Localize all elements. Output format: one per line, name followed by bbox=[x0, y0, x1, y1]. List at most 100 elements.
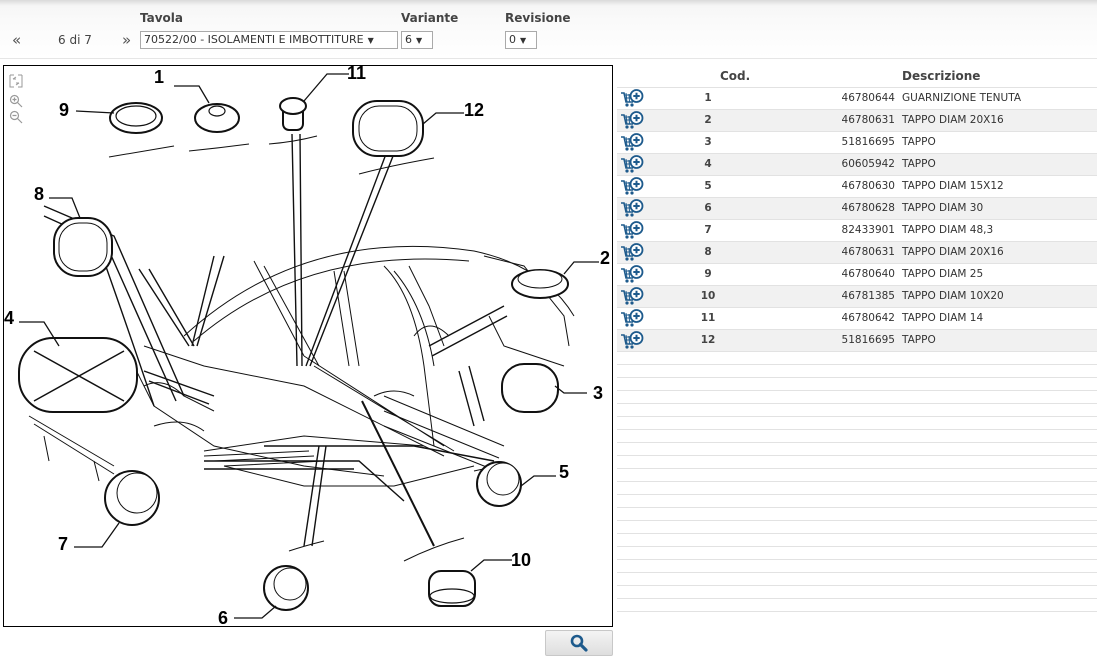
part-description: TAPPO bbox=[902, 158, 936, 170]
part-description: TAPPO DIAM 20X16 bbox=[902, 246, 1004, 258]
parts-diagram-viewer[interactable]: 1 2 3 4 5 6 7 8 9 10 11 12 bbox=[3, 65, 613, 627]
add-to-cart-icon[interactable] bbox=[620, 199, 644, 221]
add-to-cart-icon[interactable] bbox=[620, 309, 644, 331]
fit-to-screen-icon[interactable] bbox=[9, 74, 23, 88]
chevron-down-icon: ▼ bbox=[416, 36, 423, 45]
table-row[interactable]: 7 82433901 TAPPO DIAM 48,3 bbox=[617, 219, 1097, 241]
empty-row bbox=[617, 507, 1097, 520]
table-row[interactable]: 12 51816695 TAPPO bbox=[617, 329, 1097, 351]
chevron-down-icon: ▼ bbox=[367, 36, 374, 45]
table-row[interactable]: 10 46781385 TAPPO DIAM 10X20 bbox=[617, 285, 1097, 307]
empty-row bbox=[617, 546, 1097, 559]
empty-row bbox=[617, 390, 1097, 403]
table-row[interactable]: 2 46780631 TAPPO DIAM 20X16 bbox=[617, 109, 1097, 131]
table-row[interactable]: 8 46780631 TAPPO DIAM 20X16 bbox=[617, 241, 1097, 263]
part-code: 60605942 bbox=[841, 158, 895, 170]
part-code: 51816695 bbox=[841, 136, 895, 148]
empty-row bbox=[617, 364, 1097, 377]
part-description: TAPPO DIAM 25 bbox=[902, 268, 984, 280]
part-code: 46781385 bbox=[841, 290, 895, 302]
add-to-cart-icon[interactable] bbox=[620, 133, 644, 155]
table-row[interactable]: 5 46780630 TAPPO DIAM 15X12 bbox=[617, 175, 1097, 197]
empty-row bbox=[617, 572, 1097, 585]
add-to-cart-icon[interactable] bbox=[620, 111, 644, 133]
part-code: 46780640 bbox=[841, 268, 895, 280]
add-to-cart-icon[interactable] bbox=[620, 243, 644, 265]
add-to-cart-icon[interactable] bbox=[620, 155, 644, 177]
parts-table: Cod. Descrizione 1 46780644 GUARNIZIONE … bbox=[617, 65, 1097, 612]
part-shapes bbox=[18, 97, 569, 611]
empty-row bbox=[617, 598, 1097, 612]
next-page-button[interactable]: » bbox=[122, 31, 132, 49]
part-description: TAPPO DIAM 48,3 bbox=[902, 224, 994, 236]
row-number: 4 bbox=[704, 158, 712, 170]
empty-row bbox=[617, 533, 1097, 546]
part-code: 51816695 bbox=[841, 334, 895, 346]
part-code: 46780628 bbox=[841, 202, 895, 214]
part-description: TAPPO bbox=[902, 334, 936, 346]
revisione-label: Revisione bbox=[505, 11, 571, 25]
row-number: 10 bbox=[700, 290, 716, 302]
add-to-cart-icon[interactable] bbox=[620, 89, 644, 111]
row-number: 7 bbox=[704, 224, 712, 236]
add-to-cart-icon[interactable] bbox=[620, 221, 644, 243]
zoom-out-icon[interactable] bbox=[9, 110, 23, 124]
magnifier-icon bbox=[570, 634, 588, 652]
add-to-cart-icon[interactable] bbox=[620, 177, 644, 199]
variante-label: Variante bbox=[401, 11, 459, 25]
empty-row bbox=[617, 520, 1097, 533]
add-to-cart-icon[interactable] bbox=[620, 287, 644, 309]
add-to-cart-icon[interactable] bbox=[620, 265, 644, 287]
prev-page-button[interactable]: « bbox=[12, 31, 22, 49]
table-row[interactable]: 6 46780628 TAPPO DIAM 30 bbox=[617, 197, 1097, 219]
table-row[interactable]: 11 46780642 TAPPO DIAM 14 bbox=[617, 307, 1097, 329]
part-code: 46780631 bbox=[841, 114, 895, 126]
search-button[interactable] bbox=[545, 630, 613, 656]
top-toolbar: « 6 di 7 » Tavola 70522/00 - ISOLAMENTI … bbox=[0, 0, 1097, 59]
empty-row bbox=[617, 481, 1097, 494]
row-number: 12 bbox=[700, 334, 716, 346]
zoom-in-icon[interactable] bbox=[9, 94, 23, 108]
part-code: 46780642 bbox=[841, 312, 895, 324]
chevron-down-icon: ▼ bbox=[520, 36, 527, 45]
empty-row bbox=[617, 455, 1097, 468]
empty-row bbox=[617, 429, 1097, 442]
tavola-label: Tavola bbox=[140, 11, 184, 25]
empty-row bbox=[617, 377, 1097, 390]
empty-row bbox=[617, 494, 1097, 507]
tavola-value: 70522/00 - ISOLAMENTI E IMBOTTITURE bbox=[144, 33, 364, 46]
empty-row bbox=[617, 559, 1097, 572]
part-code: 46780630 bbox=[841, 180, 895, 192]
part-code: 82433901 bbox=[841, 224, 895, 236]
add-to-cart-icon[interactable] bbox=[620, 331, 644, 353]
part-code: 46780631 bbox=[841, 246, 895, 258]
revisione-select[interactable]: 0▼ bbox=[505, 31, 537, 49]
variante-select[interactable]: 6▼ bbox=[401, 31, 433, 49]
part-code: 46780644 bbox=[841, 92, 895, 104]
part-description: TAPPO DIAM 30 bbox=[902, 202, 984, 214]
row-number: 5 bbox=[704, 180, 712, 192]
part-description: GUARNIZIONE TENUTA bbox=[902, 92, 1022, 104]
empty-row bbox=[617, 468, 1097, 481]
empty-row bbox=[617, 416, 1097, 429]
table-row[interactable]: 9 46780640 TAPPO DIAM 25 bbox=[617, 263, 1097, 285]
column-header-descrizione: Descrizione bbox=[902, 69, 981, 83]
part-description: TAPPO bbox=[902, 136, 936, 148]
table-row[interactable]: 4 60605942 TAPPO bbox=[617, 153, 1097, 175]
revisione-value: 0 bbox=[509, 33, 516, 46]
callout-leaders bbox=[19, 73, 599, 619]
row-number: 8 bbox=[704, 246, 712, 258]
row-number: 1 bbox=[704, 92, 712, 104]
empty-row bbox=[617, 585, 1097, 598]
table-row[interactable]: 1 46780644 GUARNIZIONE TENUTA bbox=[617, 87, 1097, 109]
exploded-parts-diagram bbox=[18, 73, 599, 619]
empty-row bbox=[617, 351, 1097, 364]
variante-value: 6 bbox=[405, 33, 412, 46]
row-number: 9 bbox=[704, 268, 712, 280]
page-indicator: 6 di 7 bbox=[58, 33, 92, 47]
leader-lines bbox=[43, 133, 508, 547]
part-description: TAPPO DIAM 10X20 bbox=[902, 290, 1004, 302]
tavola-select[interactable]: 70522/00 - ISOLAMENTI E IMBOTTITURE▼ bbox=[140, 31, 398, 49]
table-row[interactable]: 3 51816695 TAPPO bbox=[617, 131, 1097, 153]
row-number: 6 bbox=[704, 202, 712, 214]
